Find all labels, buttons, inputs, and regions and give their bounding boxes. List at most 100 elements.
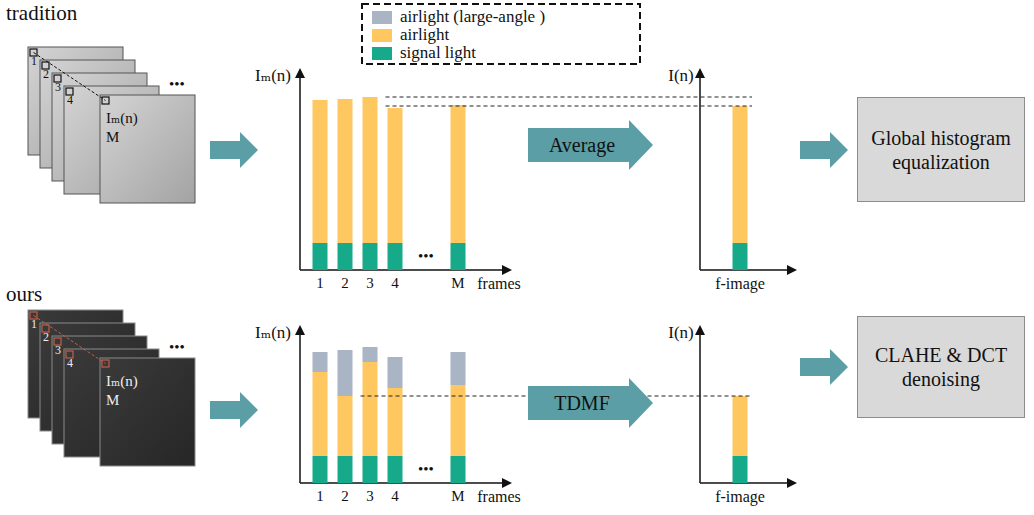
frame-number: 3 xyxy=(55,81,61,94)
y-axis xyxy=(299,329,301,483)
axis-label: frames xyxy=(477,275,521,293)
frame-number: 1 xyxy=(31,318,37,331)
bar-signal xyxy=(451,243,466,270)
y-axis xyxy=(699,329,701,483)
flow-arrow xyxy=(210,392,258,428)
tick-label: M xyxy=(451,275,464,292)
bar-airlight-large-angle xyxy=(313,352,328,372)
flow-arrow xyxy=(800,132,848,168)
tick-label: 1 xyxy=(316,275,324,292)
bar-airlight xyxy=(451,105,466,243)
tick-label: 4 xyxy=(391,488,399,505)
tick-label: 1 xyxy=(316,488,324,505)
frame-number: M xyxy=(106,392,119,409)
y-axis xyxy=(299,72,301,270)
ellipsis: ••• xyxy=(418,248,434,265)
axis-arrowhead xyxy=(787,478,797,488)
legend-item: signal light xyxy=(372,43,476,63)
axis-label: Iₘ(n) xyxy=(255,67,291,86)
bar-airlight xyxy=(313,100,328,243)
ellipsis: ••• xyxy=(169,339,185,356)
row-title: tradition xyxy=(6,2,77,25)
x-axis xyxy=(300,269,508,271)
bar-signal xyxy=(733,456,748,483)
y-axis xyxy=(699,72,701,270)
legend-item: airlight xyxy=(372,25,449,45)
row-figure xyxy=(28,310,848,488)
frame-number: 2 xyxy=(43,68,49,81)
tick-label: 2 xyxy=(341,275,349,292)
axis-arrowhead xyxy=(502,478,512,488)
box-label: Global histogram equalization xyxy=(868,126,1014,174)
ellipsis: ••• xyxy=(169,76,185,93)
legend-box xyxy=(362,4,640,64)
tick-label: 3 xyxy=(366,275,374,292)
bar-signal xyxy=(388,456,403,483)
pixel-tube xyxy=(34,53,106,101)
bar-signal xyxy=(313,243,328,270)
x-axis xyxy=(300,482,508,484)
frame-number: 4 xyxy=(67,94,73,107)
bar-airlight-large-angle xyxy=(451,352,466,385)
flow-arrow xyxy=(800,349,848,385)
axis-arrowhead xyxy=(695,68,705,78)
legend-text: airlight xyxy=(400,25,449,45)
arrow-label: Average xyxy=(549,134,615,157)
axis-arrowhead xyxy=(502,265,512,275)
arrow-body xyxy=(528,120,653,170)
frame-number: 4 xyxy=(67,357,73,370)
axis-arrowhead xyxy=(295,325,305,335)
tick-label: 4 xyxy=(391,275,399,292)
legend-text: signal light xyxy=(400,43,476,63)
legend-item: airlight (large-angle ) xyxy=(372,7,545,27)
bar-signal xyxy=(313,456,328,483)
frame-number: 2 xyxy=(43,331,49,344)
axis-label: I(n) xyxy=(668,324,693,343)
frame-number: 3 xyxy=(55,344,61,357)
frame-number: M xyxy=(106,129,119,146)
axis-arrowhead xyxy=(695,325,705,335)
level-line xyxy=(386,106,753,107)
row-figure xyxy=(28,47,848,275)
legend-text: airlight (large-angle ) xyxy=(400,7,545,27)
bar-airlight-large-angle xyxy=(388,357,403,388)
pixel-label: Iₘ(n) xyxy=(106,110,138,127)
bar-airlight xyxy=(388,108,403,243)
legend-swatch xyxy=(372,47,392,60)
frame-number: 1 xyxy=(31,55,37,68)
bar-airlight-large-angle xyxy=(363,347,378,362)
bar-airlight xyxy=(313,372,328,456)
pixel-marker xyxy=(102,360,109,367)
bar-airlight xyxy=(388,388,403,456)
tick-label: 3 xyxy=(366,488,374,505)
bar-airlight xyxy=(733,396,748,456)
tick-label: M xyxy=(451,488,464,505)
level-line xyxy=(386,97,753,98)
bar-signal xyxy=(363,243,378,270)
row-title: ours xyxy=(6,283,42,306)
flow-arrow xyxy=(210,132,258,168)
bar-signal xyxy=(338,456,353,483)
box-label: CLAHE & DCT denoising xyxy=(868,343,1014,391)
bar-signal xyxy=(733,243,748,270)
legend-swatch xyxy=(372,11,392,24)
bar-airlight xyxy=(733,106,748,243)
process-arrow: Average xyxy=(528,120,653,170)
bar-airlight xyxy=(338,396,353,456)
image-frame xyxy=(100,358,195,466)
axis-label: f-image xyxy=(715,275,765,293)
arrow-body xyxy=(528,378,653,428)
axis-label: frames xyxy=(477,488,521,506)
process-box: CLAHE & DCT denoising xyxy=(857,316,1025,418)
bar-signal xyxy=(388,243,403,270)
tick-label: 2 xyxy=(341,488,349,505)
process-box: Global histogram equalization xyxy=(857,97,1025,202)
axis-arrowhead xyxy=(295,68,305,78)
arrow-label: TDMF xyxy=(554,392,610,415)
image-frame xyxy=(100,95,195,203)
bar-airlight-large-angle xyxy=(338,350,353,396)
bar-airlight xyxy=(363,97,378,243)
process-arrow: TDMF xyxy=(528,378,653,428)
